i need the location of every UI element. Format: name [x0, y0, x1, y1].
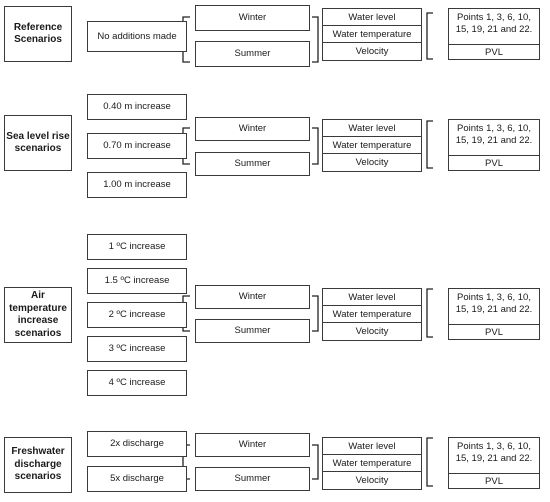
- variable-velocity: Velocity: [355, 157, 389, 168]
- scenario-box: 3 ºC increase: [87, 336, 187, 362]
- scenario-box: 1.00 m increase: [87, 172, 187, 198]
- variables-stack: Water level Water temperature Velocity: [322, 8, 422, 61]
- variable-water-temperature: Water temperature: [323, 26, 421, 43]
- pvl-label: PVL: [485, 326, 503, 338]
- season-winter: Winter: [195, 433, 310, 457]
- scenario-box: 1 ºC increase: [87, 234, 187, 260]
- scenario-box: 0.70 m increase: [87, 133, 187, 159]
- season-summer: Summer: [195, 319, 310, 343]
- variable-velocity: Velocity: [355, 46, 389, 57]
- variable-water-temperature: Water temperature: [323, 306, 421, 323]
- points-text: Points 1, 3, 6, 10, 15, 19, 21 and 22.: [449, 120, 539, 156]
- season-summer: Summer: [195, 152, 310, 176]
- pvl-label: PVL: [485, 475, 503, 487]
- category-freshwater-discharge: Freshwater discharge scenarios: [4, 437, 72, 493]
- season-winter: Winter: [195, 285, 310, 309]
- variable-water-level: Water level: [323, 9, 421, 26]
- season-summer: Summer: [195, 41, 310, 67]
- scenario-box: 4 ºC increase: [87, 370, 187, 396]
- points-text: Points 1, 3, 6, 10, 15, 19, 21 and 22.: [449, 289, 539, 325]
- category-air-temperature-increase: Air temperature increase scenarios: [4, 287, 72, 343]
- season-winter: Winter: [195, 117, 310, 141]
- points-box: Points 1, 3, 6, 10, 15, 19, 21 and 22. P…: [448, 288, 540, 340]
- scenario-box: 0.40 m increase: [87, 94, 187, 120]
- variable-velocity: Velocity: [355, 475, 389, 486]
- points-text: Points 1, 3, 6, 10, 15, 19, 21 and 22.: [449, 438, 539, 474]
- points-box: Points 1, 3, 6, 10, 15, 19, 21 and 22. P…: [448, 119, 540, 171]
- variables-stack: Water level Water temperature Velocity: [322, 437, 422, 490]
- season-winter: Winter: [195, 5, 310, 31]
- scenario-box: No additions made: [87, 21, 187, 52]
- variable-water-level: Water level: [323, 438, 421, 455]
- scenario-box: 2x discharge: [87, 431, 187, 457]
- scenario-box: 5x discharge: [87, 466, 187, 492]
- season-summer: Summer: [195, 467, 310, 491]
- variables-stack: Water level Water temperature Velocity: [322, 119, 422, 172]
- variable-water-level: Water level: [323, 289, 421, 306]
- scenario-box: 1.5 ºC increase: [87, 268, 187, 294]
- variables-stack: Water level Water temperature Velocity: [322, 288, 422, 341]
- pvl-label: PVL: [485, 157, 503, 169]
- category-reference-scenarios: Reference Scenarios: [4, 6, 72, 62]
- points-box: Points 1, 3, 6, 10, 15, 19, 21 and 22. P…: [448, 8, 540, 60]
- variable-water-level: Water level: [323, 120, 421, 137]
- category-sea-level-rise: Sea level rise scenarios: [4, 115, 72, 171]
- points-box: Points 1, 3, 6, 10, 15, 19, 21 and 22. P…: [448, 437, 540, 489]
- scenario-box: 2 ºC increase: [87, 302, 187, 328]
- variable-water-temperature: Water temperature: [323, 455, 421, 472]
- variable-water-temperature: Water temperature: [323, 137, 421, 154]
- variable-velocity: Velocity: [355, 326, 389, 337]
- points-text: Points 1, 3, 6, 10, 15, 19, 21 and 22.: [449, 9, 539, 45]
- pvl-label: PVL: [485, 46, 503, 58]
